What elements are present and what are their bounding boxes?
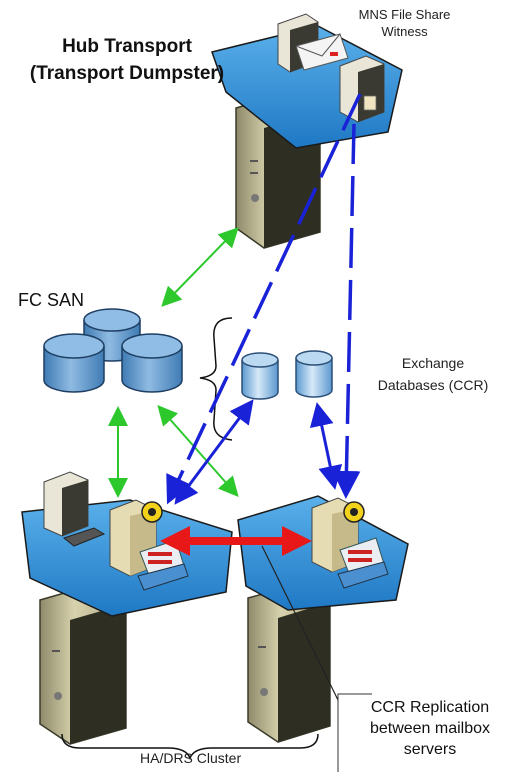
ccr-line3: servers [403, 741, 457, 758]
mns-line2: Witness [381, 24, 428, 39]
fc-san-label: FC SAN [18, 290, 85, 310]
database-icon [295, 350, 333, 398]
ccr-line1: CCR Replication [370, 699, 490, 716]
mailbox-node-left [21, 471, 233, 745]
exchange-line2: Databases (CCR) [377, 377, 489, 393]
server-icon [247, 583, 331, 743]
workstation-icon [43, 471, 106, 547]
exchange-databases-label: Exchange Databases (CCR) [368, 352, 498, 396]
blue-arrow-db-left [174, 399, 254, 505]
database-icon [241, 352, 279, 400]
mailbox-icon [337, 537, 389, 589]
mailbox-icon [137, 539, 189, 591]
green-arrow-san-hub [161, 227, 239, 307]
blue-dashed-witness-right [332, 123, 361, 499]
hub-transport-label: Hub Transport (Transport Dumpster) [22, 33, 232, 87]
ccr-replication-label: CCR Replication between mailbox servers [350, 697, 509, 760]
cluster-brace [61, 733, 319, 761]
green-arrow-san-right [157, 405, 239, 497]
gear-icon [343, 501, 365, 523]
mailbox-node-right [237, 495, 409, 743]
hub-transport-subtitle: (Transport Dumpster) [29, 63, 225, 84]
server-icon [339, 55, 385, 123]
blue-arrow-db-right [309, 402, 343, 490]
exchange-line1: Exchange [401, 355, 465, 371]
gear-icon [141, 501, 163, 523]
ccr-label-frame [337, 693, 372, 772]
ccr-leader-line [261, 545, 339, 701]
mns-witness-label: MNS File Share Witness [342, 6, 467, 40]
database-icon [121, 333, 183, 393]
fc-san-storage [43, 308, 183, 393]
ha-drs-cluster-label: HA/DRS Cluster [140, 750, 242, 766]
ccr-line2: between mailbox [369, 720, 491, 737]
mns-line1: MNS File Share [358, 7, 451, 22]
hub-transport-node [211, 13, 403, 249]
red-replication-arrow [160, 526, 312, 556]
server-icon [39, 583, 127, 745]
exchange-databases [241, 350, 333, 400]
database-icon [43, 333, 105, 393]
envelope-icon [295, 33, 349, 71]
hub-transport-title: Hub Transport [62, 36, 192, 57]
